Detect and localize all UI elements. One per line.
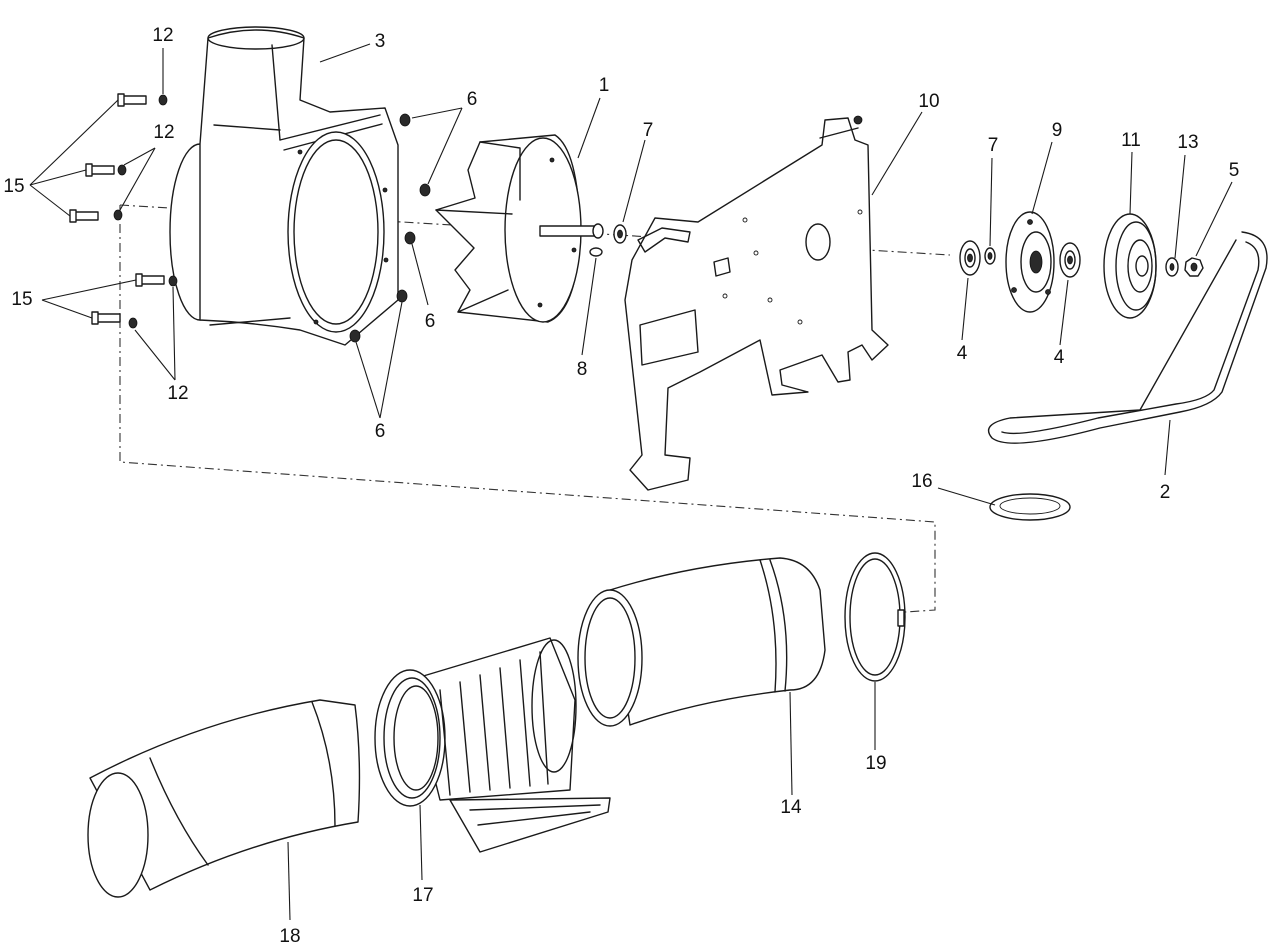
callout-15-top: 15 xyxy=(3,176,24,197)
drive-belt xyxy=(987,231,1268,444)
nut-6-set xyxy=(349,113,431,343)
callout-labels: 12 3 1 6 10 12 7 9 11 7 13 5 15 15 6 4 4… xyxy=(3,25,1239,947)
callout-19: 19 xyxy=(865,753,886,774)
washer-left xyxy=(613,224,627,244)
lock-washer xyxy=(1165,257,1179,277)
callout-7-right: 7 xyxy=(988,135,999,156)
callout-9: 9 xyxy=(1052,120,1063,141)
callout-5: 5 xyxy=(1229,160,1240,181)
callout-1: 1 xyxy=(599,75,610,96)
callout-4-left: 4 xyxy=(957,343,968,364)
callout-12-mid: 12 xyxy=(153,122,174,143)
impeller xyxy=(435,134,604,323)
clamp-ring xyxy=(844,552,906,682)
callout-13: 13 xyxy=(1177,132,1198,153)
callout-6-low: 6 xyxy=(375,421,386,442)
shaft-key xyxy=(589,247,603,257)
nut xyxy=(1184,257,1204,277)
callout-6-top: 6 xyxy=(467,89,478,110)
disc-cover xyxy=(989,493,1071,521)
bolt-upper-low xyxy=(69,209,99,223)
bolt-upper-mid xyxy=(85,163,115,177)
bolt-lower-mid xyxy=(135,273,165,287)
callout-18: 18 xyxy=(279,926,300,947)
bearing-right xyxy=(1059,242,1081,278)
callout-3: 3 xyxy=(375,31,386,52)
nut-12-mid xyxy=(113,164,127,221)
callout-10: 10 xyxy=(918,91,939,112)
pulley xyxy=(1103,213,1157,319)
callout-16: 16 xyxy=(911,471,932,492)
callout-14: 14 xyxy=(780,797,802,818)
leader-lines xyxy=(29,43,1233,921)
blower-housing xyxy=(169,26,399,346)
callout-4-right: 4 xyxy=(1054,347,1065,368)
callout-7-left: 7 xyxy=(643,120,654,141)
nut-12-top xyxy=(158,94,168,106)
callout-6-mid: 6 xyxy=(425,311,436,332)
callout-17: 17 xyxy=(412,885,433,906)
bolt-top xyxy=(117,93,147,107)
callout-8: 8 xyxy=(577,359,588,380)
mounting-bracket xyxy=(624,115,889,491)
discharge-tube xyxy=(87,699,361,898)
callout-2: 2 xyxy=(1160,482,1171,503)
washer-right xyxy=(984,247,996,265)
bearing-left xyxy=(959,240,981,276)
screen-grate xyxy=(374,637,611,853)
bearing-housing xyxy=(1005,211,1055,313)
callout-11: 11 xyxy=(1121,130,1141,151)
callout-12-top: 12 xyxy=(152,25,173,46)
nut-12-low xyxy=(128,275,178,329)
bolt-lower-low xyxy=(91,311,121,325)
callout-12-low: 12 xyxy=(167,383,188,404)
callout-15-low: 15 xyxy=(11,289,32,310)
elbow-tube xyxy=(577,557,826,727)
